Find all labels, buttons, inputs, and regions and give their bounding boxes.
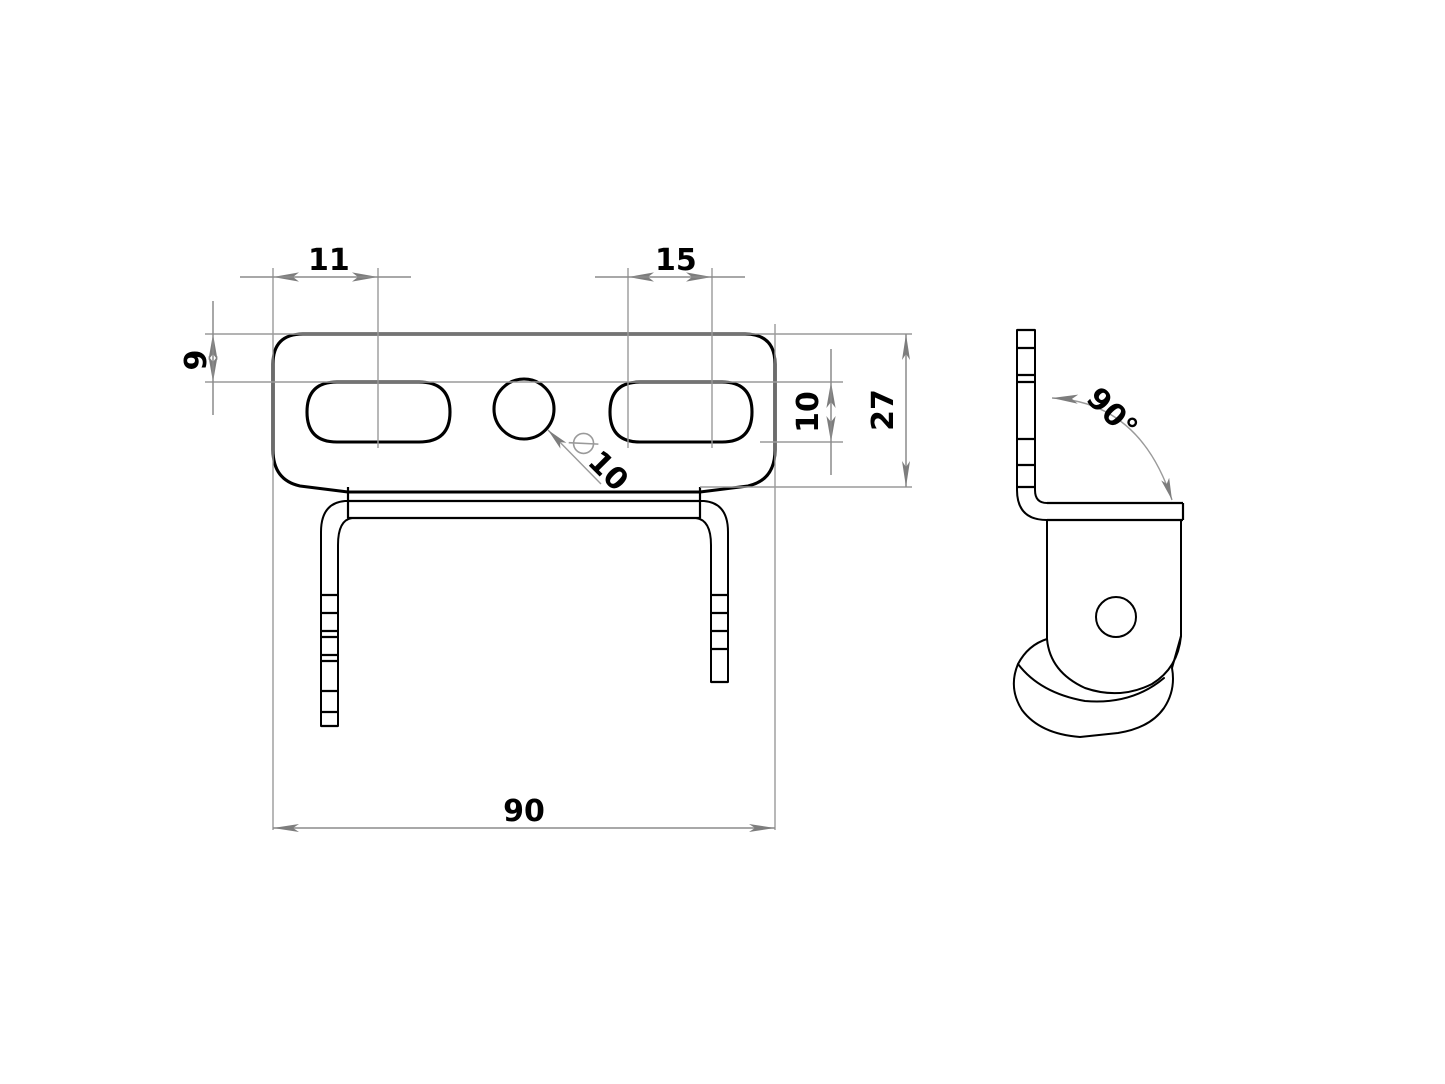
side-view (1012, 328, 1185, 738)
front-view-dimensions: 11 15 9 10 (179, 243, 912, 832)
side-hole (1095, 596, 1137, 638)
dim-angle-90-label: 90° (1079, 381, 1144, 446)
diameter-symbol-icon (572, 432, 595, 455)
dim-90-label: 90 (503, 794, 545, 829)
dim-11-label: 11 (308, 243, 350, 278)
side-view-flange (1047, 501, 1185, 522)
side-view-upright-arm (1016, 328, 1048, 521)
dim-15: 15 (595, 243, 745, 282)
dim-27: 27 (866, 334, 910, 487)
side-view-body (1012, 519, 1182, 738)
dim-11: 11 (240, 243, 411, 282)
dim-10: 10 (791, 349, 836, 475)
left-slot (305, 380, 452, 444)
front-view (271, 332, 777, 728)
left-leg (320, 500, 353, 728)
right-leg (695, 500, 729, 684)
center-hole (492, 377, 556, 441)
dim-10-label: 10 (791, 391, 826, 433)
dim-9-label: 9 (179, 350, 214, 371)
front-view-cross-rail (346, 487, 702, 520)
dim-15-label: 15 (655, 243, 697, 278)
dim-27-label: 27 (866, 389, 901, 431)
dim-90: 90 (273, 794, 775, 832)
dim-9: 9 (179, 301, 218, 415)
right-slot (608, 380, 754, 444)
dim-angle-90: 90° (1051, 381, 1173, 501)
front-view-plate-body (271, 332, 777, 494)
